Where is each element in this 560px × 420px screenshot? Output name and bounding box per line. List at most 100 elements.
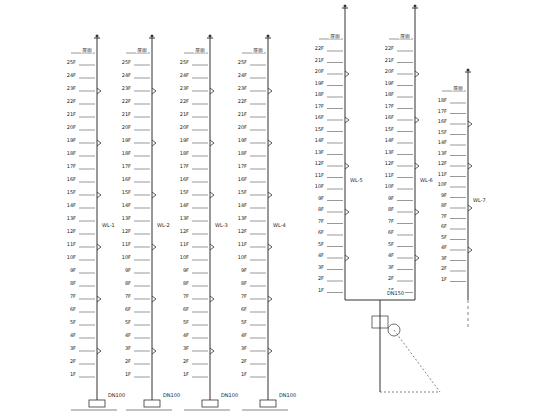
floor-line [134,299,150,300]
floor-label: 14F [66,202,77,208]
floor-line [134,182,150,183]
floor-label: 22F [237,98,248,104]
floor-label: 2F [240,358,248,364]
floor-line [397,223,413,224]
floor-label: 6F [440,223,448,229]
branch-fitting [210,244,214,250]
branch-fitting [415,163,419,169]
branch-fitting [97,192,101,198]
floor-label: 16F [314,114,325,120]
floor-label: 9F [387,195,395,201]
floor-label: 17F [66,163,77,169]
branch-fitting [210,296,214,302]
floor-line [79,91,95,92]
floor-label: 24F [121,72,132,78]
floor-label: 20F [384,68,395,74]
floor-line [327,97,343,98]
vent-cap [467,69,470,72]
floor-label: 2F [182,358,190,364]
floor-label: 18F [179,150,190,156]
floor-label: 12F [66,228,77,234]
inspection-well [89,400,105,407]
floor-label: 21F [66,111,77,117]
floor-line [134,338,150,339]
floor-line [327,85,343,86]
floor-label: 3F [124,345,132,351]
inspection-well [202,400,218,407]
floor-label: 12F [314,160,325,166]
floor-label: 18F [314,91,325,97]
floor-label: 2F [440,265,448,271]
floor-line [134,221,150,222]
pipe-tag: WL-6 [419,177,434,183]
floor-line [134,78,150,79]
floor-line [79,221,95,222]
floor-label: 21F [121,111,132,117]
floor-label: 6F [387,229,395,235]
floor-line [397,200,413,201]
floor-label: 21F [384,57,395,63]
floor-line [327,51,343,52]
floor-line [250,312,266,313]
floor-label: 16F [437,118,448,124]
floor-label: 24F [179,72,190,78]
branch-fitting [415,255,419,261]
floor-line [327,177,343,178]
floor-line [192,351,208,352]
vent-cap [149,38,155,39]
branch-fitting [97,296,101,302]
floor-label: 25F [121,59,132,65]
outlet-dash [468,300,469,330]
floor-line [134,156,150,157]
floor-label: 8F [387,206,395,212]
floor-label: 12F [384,160,395,166]
floor-line [327,235,343,236]
floor-label: 13F [121,215,132,221]
floor-label: 25F [179,59,190,65]
vent-cap [151,35,154,38]
floor-label: 5F [69,319,77,325]
floor-line [192,234,208,235]
floor-label: 13F [237,215,248,221]
floor-label: 13F [179,215,190,221]
floor-line [450,187,466,188]
floor-label: 9F [124,267,132,273]
floor-label: 17F [121,163,132,169]
branch-fitting [97,348,101,354]
floor-line [192,364,208,365]
floor-line [397,177,413,178]
riser-pipe [97,38,98,400]
branch-fitting [97,88,101,94]
floor-label: 25F [66,59,77,65]
floor-label: 15F [237,189,248,195]
branch-fitting [97,244,101,250]
floor-line [250,195,266,196]
riser-pipe [415,8,416,300]
floor-label: 7F [182,293,190,299]
floor-label: 5F [317,241,325,247]
floor-line [250,65,266,66]
floor-label: 23F [66,85,77,91]
floor-line [79,338,95,339]
floor-line [192,260,208,261]
floor-line [327,223,343,224]
floor-label: 10F [314,183,325,189]
floor-line [397,281,413,282]
floor-line [250,130,266,131]
floor-line [250,364,266,365]
floor-line [134,104,150,105]
floor-line [327,108,343,109]
pipe-tag: WL-3 [214,222,229,228]
floor-line [250,169,266,170]
floor-line [250,221,266,222]
floor-label: 7F [440,213,448,219]
floor-label: 7F [317,218,325,224]
floor-label: 8F [240,280,248,286]
floor-label: 2F [387,275,395,281]
floor-line [134,208,150,209]
floor-label: 22F [121,98,132,104]
floor-label: 19F [179,137,190,143]
floor-label: 18F [66,150,77,156]
floor-line [397,143,413,144]
floor-label: 16F [121,176,132,182]
